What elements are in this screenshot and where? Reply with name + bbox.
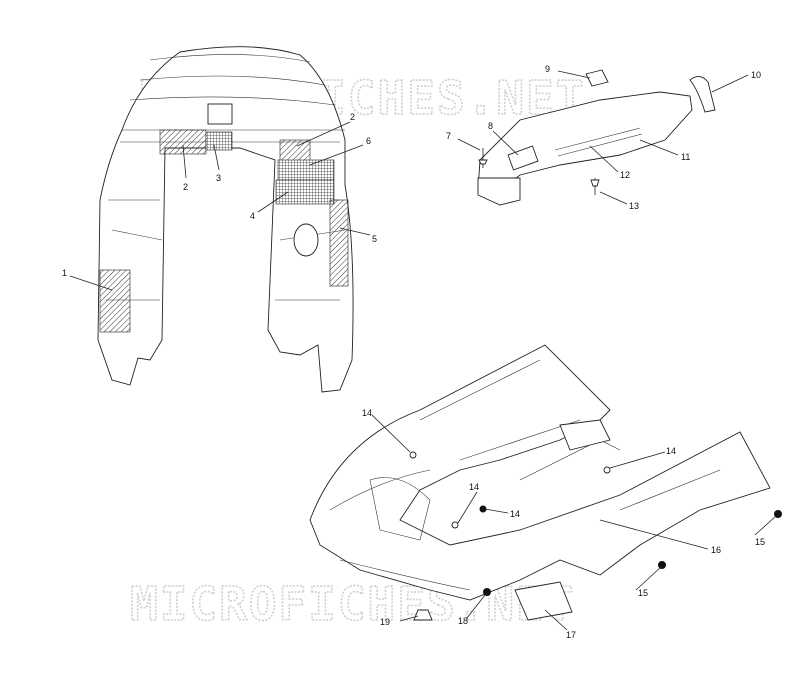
leader-lines xyxy=(69,70,777,631)
callout-7: 7 xyxy=(446,131,451,141)
callout-9: 9 xyxy=(545,64,550,74)
callout-11: 11 xyxy=(681,152,690,162)
callout-14-d: 14 xyxy=(510,509,520,519)
callout-8: 8 xyxy=(488,121,493,131)
callout-17: 17 xyxy=(566,630,576,640)
callout-3: 3 xyxy=(216,173,221,183)
callout-5: 5 xyxy=(372,234,377,244)
dash-panel-assembly xyxy=(477,69,716,206)
decal-3 xyxy=(205,131,233,151)
console-assembly xyxy=(309,344,782,621)
callout-1: 1 xyxy=(62,268,67,278)
callout-14-a: 14 xyxy=(362,408,372,418)
callout-18: 18 xyxy=(458,616,468,626)
watermark-bottom: MICROFICHES.NET xyxy=(130,577,575,631)
callout-13: 13 xyxy=(629,201,639,211)
callout-15-a: 15 xyxy=(755,537,765,547)
callout-4: 4 xyxy=(250,211,255,221)
callout-2-left: 2 xyxy=(183,182,188,192)
decal-5 xyxy=(329,199,349,287)
callout-10: 10 xyxy=(751,70,761,80)
decal-2-right xyxy=(279,139,311,163)
callout-12: 12 xyxy=(620,170,630,180)
decal-4 xyxy=(275,179,335,205)
callouts: 1 2 2 3 4 5 6 7 8 9 10 11 12 13 14 14 14… xyxy=(62,64,765,640)
callout-19: 19 xyxy=(380,617,390,627)
decal-1 xyxy=(99,269,131,333)
hood-assembly xyxy=(97,46,354,393)
callout-14-c: 14 xyxy=(469,482,479,492)
decal-6 xyxy=(277,159,335,181)
callout-14-b: 14 xyxy=(666,446,676,456)
callout-15-b: 15 xyxy=(638,588,648,598)
callout-2-right: 2 xyxy=(350,112,355,122)
callout-6: 6 xyxy=(366,136,371,146)
decal-2-left xyxy=(159,129,207,155)
callout-16: 16 xyxy=(711,545,721,555)
